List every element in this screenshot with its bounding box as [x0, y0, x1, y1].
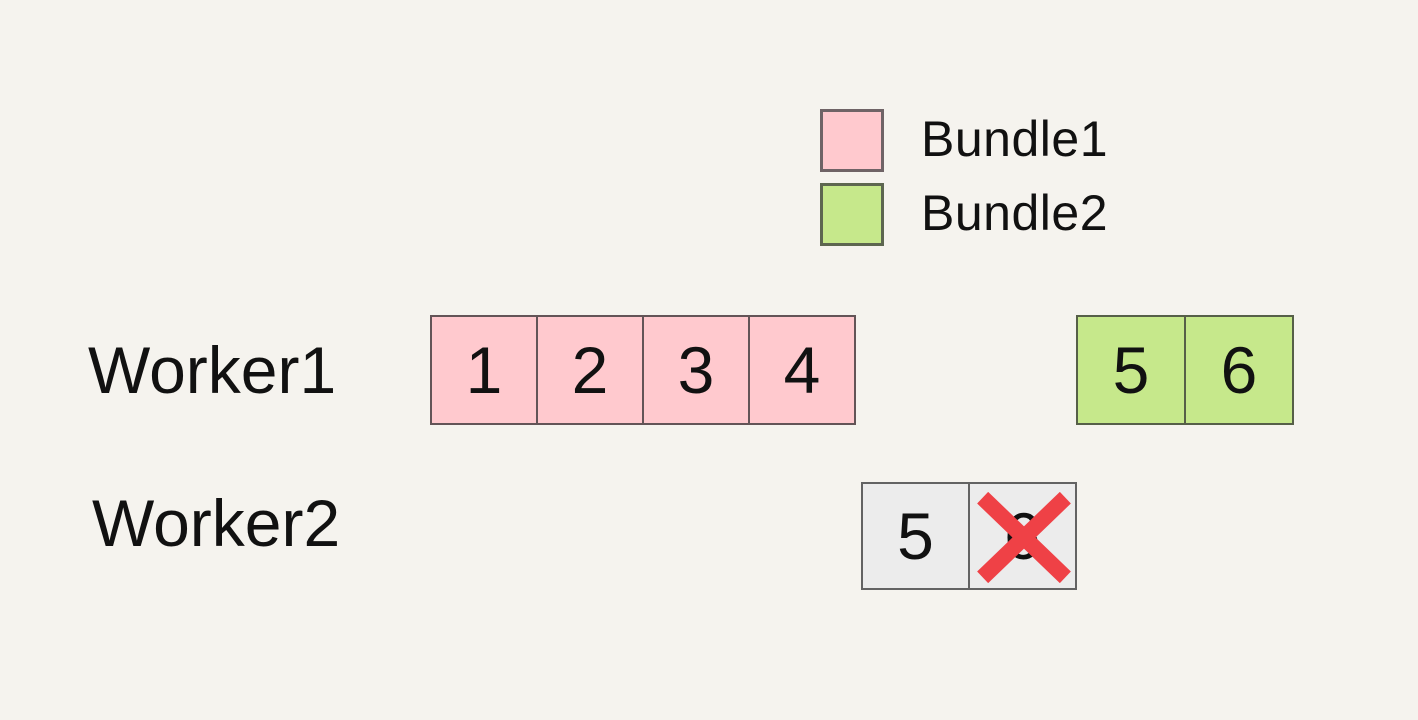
task-number: 1 — [465, 333, 503, 407]
task-number: 5 — [1112, 333, 1150, 407]
task-number: 3 — [677, 333, 715, 407]
bundle1-legend-label: Bundle1 — [921, 110, 1108, 167]
task-cell: 4 — [748, 315, 856, 425]
task-number: 4 — [783, 333, 821, 407]
task-number: 2 — [571, 333, 609, 407]
task-number: 5 — [897, 499, 934, 573]
task-cell: 2 — [536, 315, 644, 425]
worker1-bundle2-cells: 5 6 — [1076, 315, 1294, 425]
task-cell: 6 — [1184, 315, 1294, 425]
task-cell: 3 — [642, 315, 750, 425]
bundle2-swatch — [820, 183, 884, 246]
task-cell-crossed: 6 — [968, 482, 1077, 590]
task-cell: 5 — [1076, 315, 1186, 425]
worker2-label: Worker2 — [92, 486, 341, 560]
worker1-label: Worker1 — [88, 333, 337, 407]
worker1-bundle1-cells: 1 2 3 4 — [430, 315, 856, 425]
bundle1-swatch — [820, 109, 884, 172]
bundle2-legend-label: Bundle2 — [921, 184, 1108, 241]
task-cell: 1 — [430, 315, 538, 425]
task-number: 6 — [1220, 333, 1258, 407]
task-cell: 5 — [861, 482, 970, 590]
red-x-icon — [977, 492, 1071, 583]
worker2-cells: 5 6 — [861, 482, 1077, 590]
